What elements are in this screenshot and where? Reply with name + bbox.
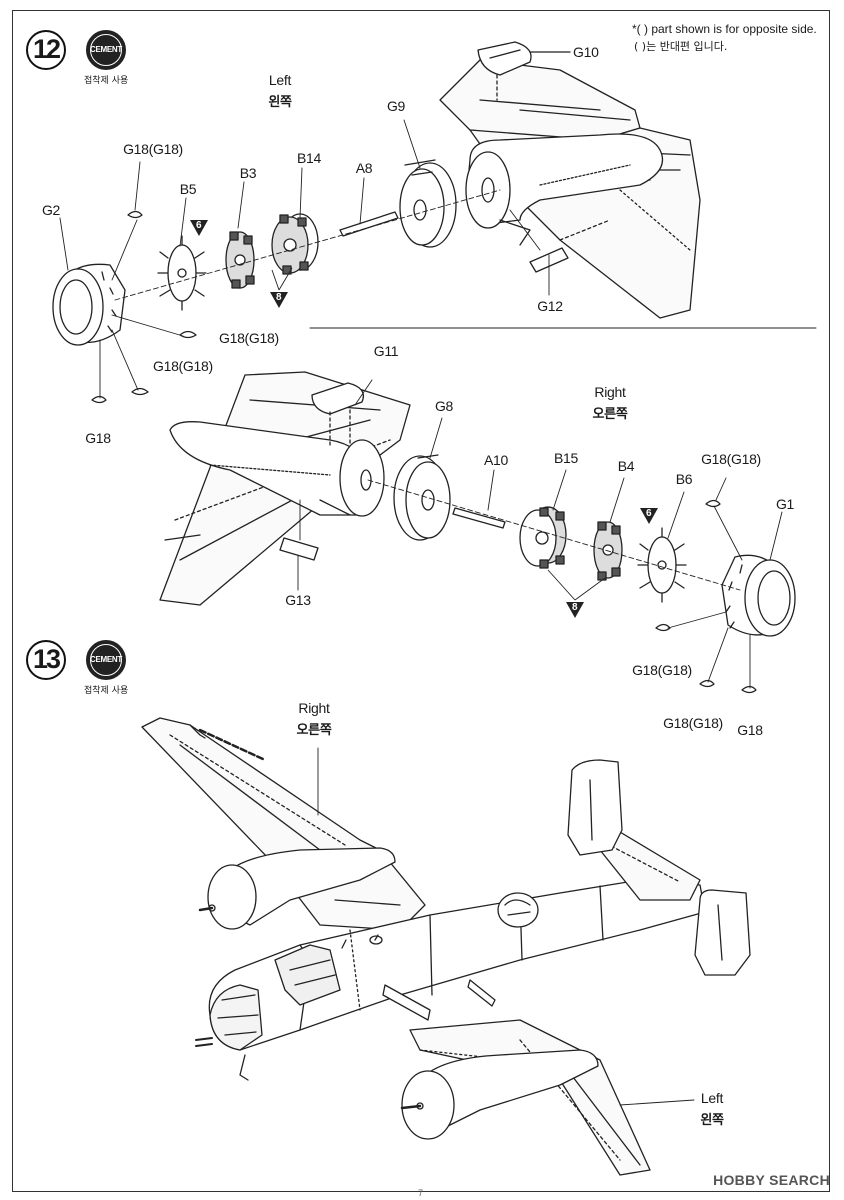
left-side-label-kr: 왼쪽 [268, 95, 292, 110]
ref-triangle-6-left [190, 220, 208, 236]
part-b6-shape [637, 527, 687, 603]
aircraft-left-label-kr: 왼쪽 [700, 1113, 724, 1128]
part-g18-low-left [131, 387, 149, 396]
part-label-b14: B14 [296, 150, 322, 166]
ref-6-right: 6 [646, 508, 652, 519]
part-g18-top-left [127, 210, 143, 219]
part-b14-shape [271, 213, 319, 275]
page-number: 7 [418, 1188, 424, 1198]
part-g18-low-right [699, 679, 715, 688]
part-b4-shape [593, 521, 623, 581]
ref-triangle-6-right [640, 508, 658, 524]
part-label-g1: G1 [775, 496, 795, 512]
aircraft-drawing [141, 717, 751, 1176]
part-label-g11: G11 [373, 343, 399, 359]
part-g1-shape [721, 554, 796, 637]
part-b5-shape [157, 235, 207, 311]
part-a10-shape [452, 507, 506, 529]
part-b15-shape [519, 506, 567, 569]
part-g18-bot-left [91, 395, 107, 404]
part-label-g18g18-low-left: G18(G18) [153, 358, 213, 374]
ref-triangle-8-right [566, 602, 584, 618]
part-label-b4: B4 [617, 458, 635, 474]
cement-label: CEMENT [90, 45, 122, 54]
part-label-a10: A10 [483, 452, 509, 468]
left-side-label: Left [268, 72, 292, 88]
part-label-b3: B3 [239, 165, 257, 181]
cement-label-13: CEMENT [90, 655, 122, 664]
cement-kr-label-13: 접착제 사용 [84, 686, 129, 696]
part-label-g18-left: G18 [85, 430, 111, 446]
part-label-g18g18-mid-right: G18(G18) [632, 662, 692, 678]
part-label-g9: G9 [386, 98, 406, 114]
part-label-b6: B6 [675, 471, 693, 487]
part-label-g18-right: G18 [737, 722, 763, 738]
part-g8-shape [393, 454, 451, 541]
note-opposite-side-kr: ( )는 반대편 입니다. [634, 40, 728, 53]
part-label-g2: G2 [41, 202, 61, 218]
part-label-g18g18-low-right: G18(G18) [663, 715, 723, 731]
aircraft-left-label: Left [700, 1090, 724, 1106]
part-g18-mid-left [179, 330, 197, 339]
aircraft-right-label: Right [298, 700, 330, 716]
step-13-number: 13 [26, 640, 66, 680]
part-label-g12: G12 [537, 298, 563, 314]
watermark: HOBBY SEARCH [713, 1172, 830, 1188]
part-label-g18g18-mid-left: G18(G18) [219, 330, 279, 346]
part-b3-shape [225, 231, 255, 289]
part-g13-shape [279, 537, 319, 561]
left-nacelle-drawing [465, 133, 664, 246]
ref-6-left: 6 [196, 220, 202, 231]
part-g9-shape [399, 159, 457, 248]
cement-icon-13: CEMENT [86, 640, 126, 680]
ref-8-right: 8 [572, 602, 578, 613]
aircraft-right-label-kr: 오른쪽 [296, 723, 332, 738]
part-label-g13: G13 [285, 592, 311, 608]
part-label-g10: G10 [573, 44, 599, 60]
part-label-b15: B15 [553, 450, 579, 466]
part-label-g18g18-top-left: G18(G18) [123, 141, 183, 157]
part-a8-shape [339, 211, 399, 237]
right-side-label-kr: 오른쪽 [592, 407, 628, 422]
part-g18-bot-right [741, 685, 757, 694]
ref-triangle-8-left [270, 292, 288, 308]
note-opposite-side-en: *( ) part shown is for opposite side. [632, 22, 817, 36]
cement-kr-label: 접착제 사용 [84, 76, 129, 86]
cement-icon: CEMENT [86, 30, 126, 70]
part-g11-shape [311, 382, 365, 415]
part-label-g18g18-top-right: G18(G18) [701, 451, 761, 467]
right-nacelle-drawing [169, 421, 385, 517]
ref-8-left: 8 [276, 292, 282, 303]
part-g18-mid-right [655, 623, 671, 632]
part-g2-shape [52, 263, 126, 346]
page-frame [12, 10, 830, 1192]
part-label-g8: G8 [434, 398, 454, 414]
part-label-b5: B5 [179, 181, 197, 197]
part-label-a8: A8 [355, 160, 373, 176]
part-g18-top-right [705, 499, 721, 508]
right-side-label: Right [594, 384, 626, 400]
step-12-number: 12 [26, 30, 66, 70]
